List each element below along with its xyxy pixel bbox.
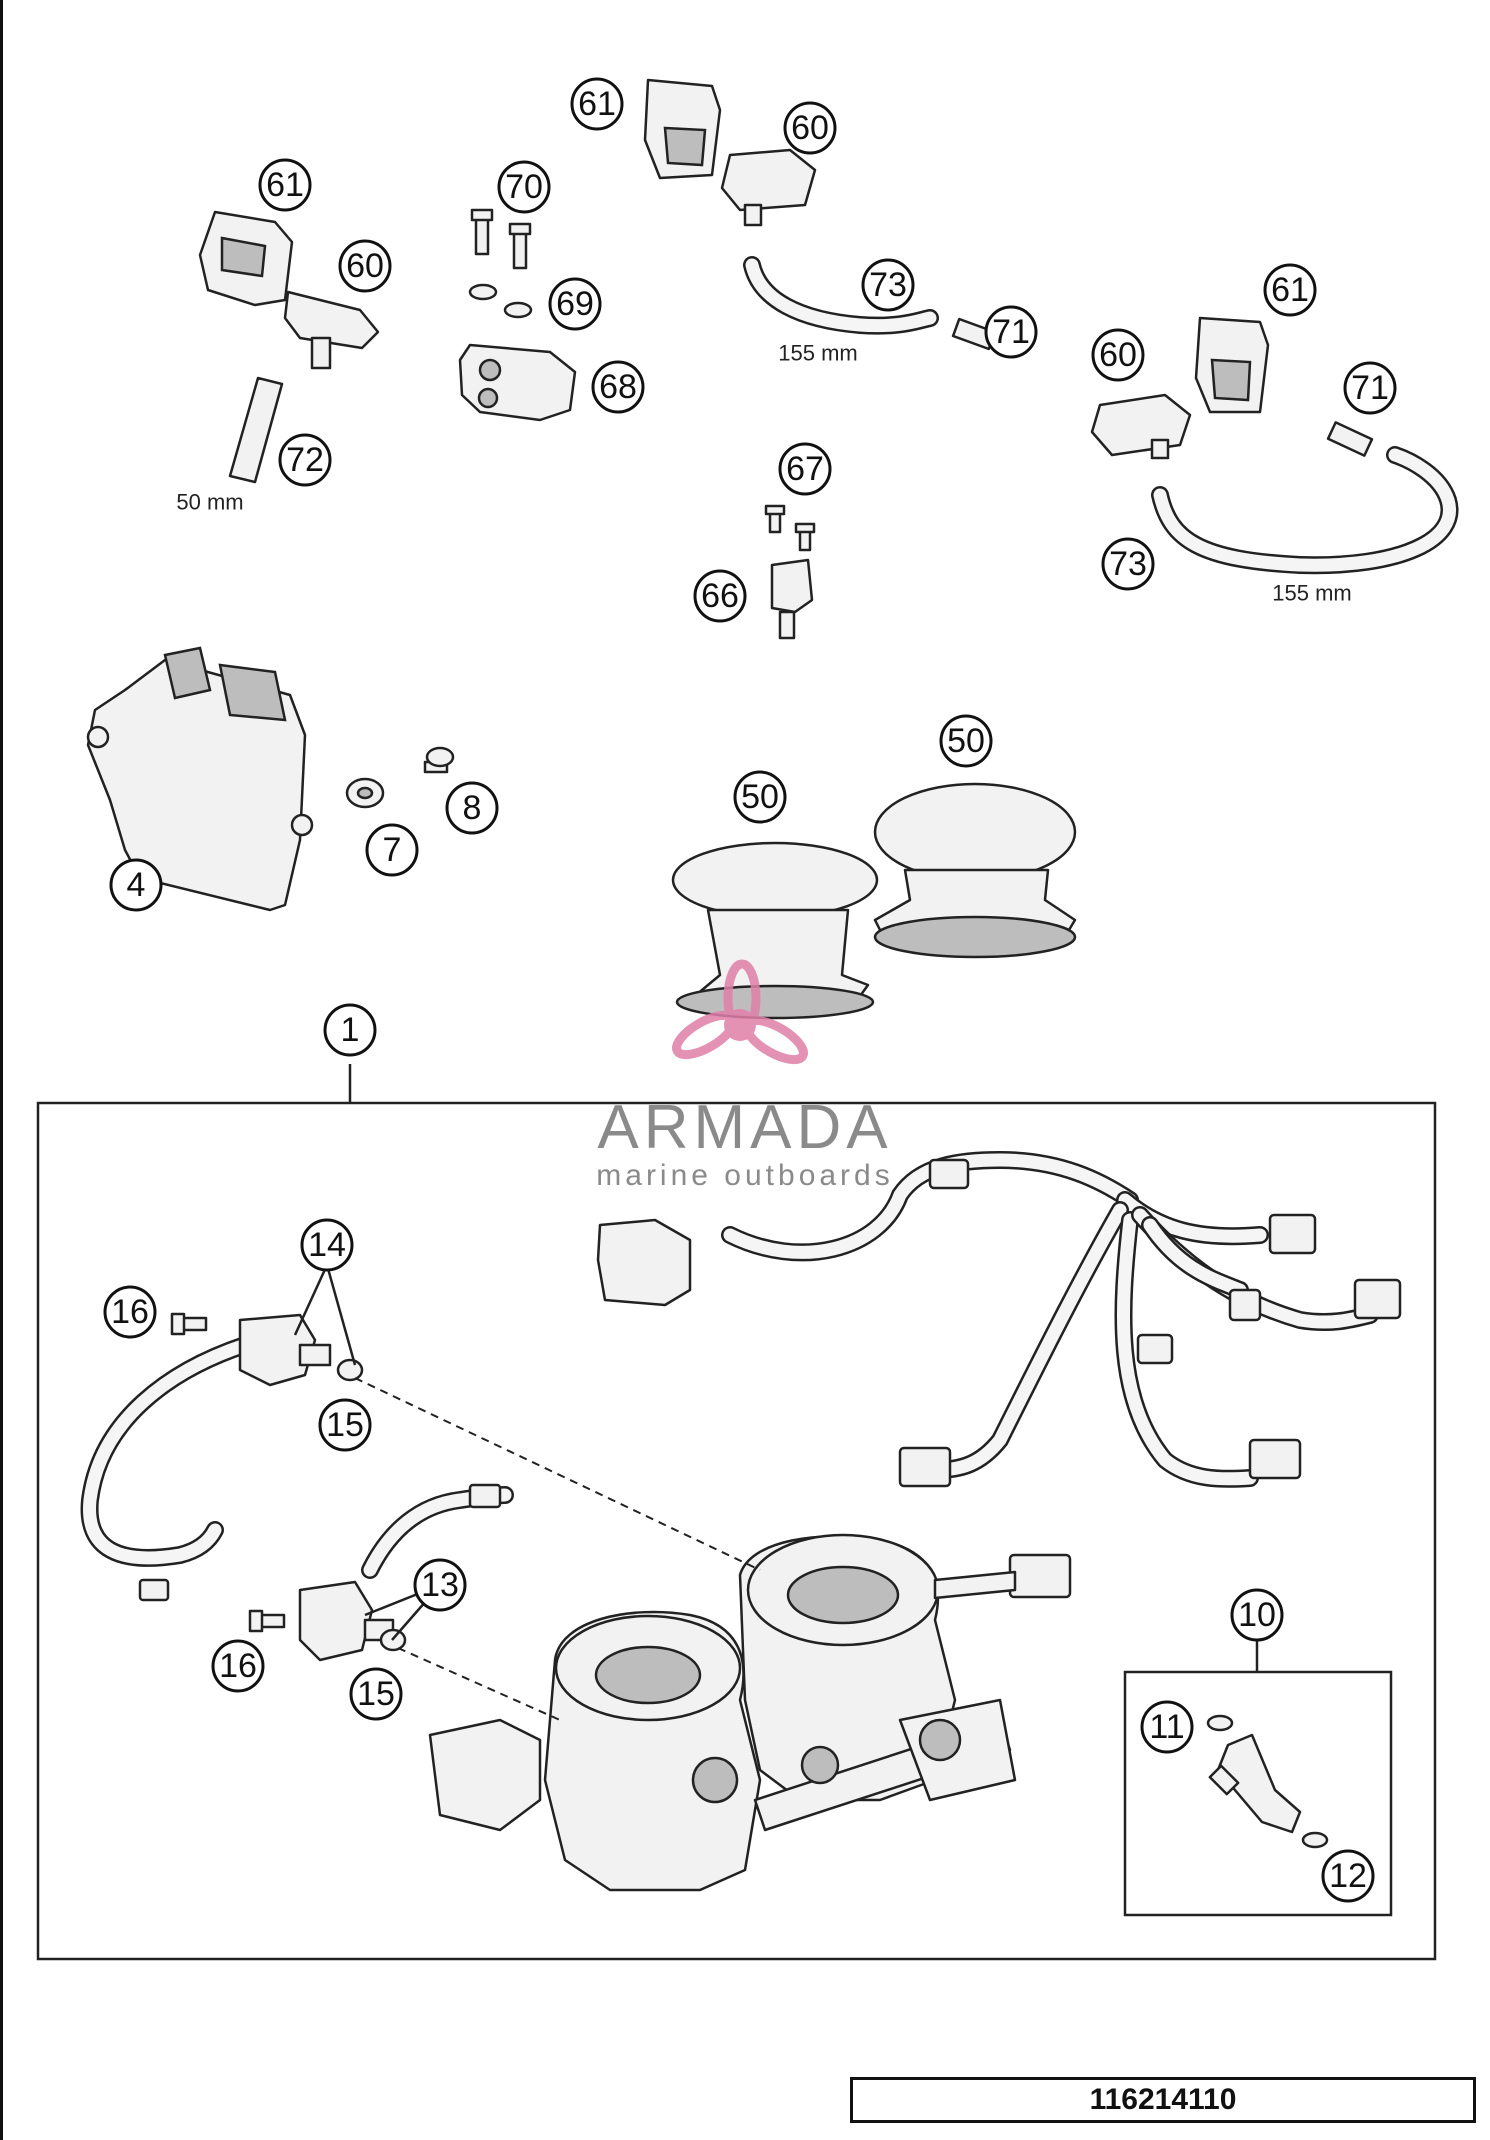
hose-length-72: 50 mm bbox=[176, 490, 243, 515]
hose-length-right: 155 mm bbox=[1272, 581, 1351, 606]
callout-61-right: 61 bbox=[1263, 263, 1317, 317]
callout-61-top-center: 61 bbox=[570, 77, 624, 131]
callout-13: 13 bbox=[413, 1558, 467, 1612]
callout-73-center: 73 bbox=[861, 258, 915, 312]
hose-73-center bbox=[743, 256, 939, 335]
svg-text:73: 73 bbox=[869, 266, 907, 304]
reference-number: 116214110 bbox=[850, 2077, 1476, 2123]
callout-1: 1 bbox=[323, 1003, 377, 1057]
svg-text:73: 73 bbox=[1109, 545, 1147, 583]
screws-67 bbox=[764, 504, 816, 552]
bolts-70 bbox=[470, 208, 532, 270]
callout-60-top-center: 60 bbox=[783, 101, 837, 155]
svg-text:66: 66 bbox=[701, 577, 739, 615]
hose-73-right bbox=[1151, 446, 1459, 575]
callout-16-lower: 16 bbox=[211, 1639, 265, 1693]
callout-60-left: 60 bbox=[338, 239, 392, 293]
callout-15-upper: 15 bbox=[318, 1398, 372, 1452]
watermark-name: ARMADA bbox=[597, 1093, 892, 1162]
map-sensor-60-left bbox=[283, 290, 380, 370]
svg-text:50: 50 bbox=[741, 778, 779, 816]
callout-73-right: 73 bbox=[1101, 537, 1155, 591]
svg-text:71: 71 bbox=[992, 313, 1030, 351]
armada-logo bbox=[672, 959, 808, 1065]
air-funnel-50-left bbox=[671, 841, 879, 1020]
callout-15-lower: 15 bbox=[349, 1667, 403, 1721]
svg-text:7: 7 bbox=[383, 831, 402, 869]
callout-67: 67 bbox=[778, 442, 832, 496]
svg-text:10: 10 bbox=[1238, 1596, 1276, 1634]
tps-sensor-13 bbox=[248, 1483, 514, 1662]
callout-7: 7 bbox=[365, 823, 419, 877]
callout-72: 72 bbox=[278, 433, 332, 487]
svg-text:8: 8 bbox=[463, 789, 482, 827]
callout-71-center: 71 bbox=[984, 305, 1038, 359]
svg-text:72: 72 bbox=[286, 441, 324, 479]
watermark-tagline: marine outboards bbox=[596, 1159, 893, 1192]
callout-4: 4 bbox=[109, 858, 163, 912]
svg-text:15: 15 bbox=[326, 1406, 364, 1444]
callout-61-left: 61 bbox=[258, 158, 312, 212]
svg-text:60: 60 bbox=[346, 247, 384, 285]
hose-72 bbox=[228, 376, 284, 484]
callout-14: 14 bbox=[300, 1218, 354, 1272]
svg-text:69: 69 bbox=[556, 285, 594, 323]
page-left-rule bbox=[0, 0, 3, 2140]
callout-69: 69 bbox=[548, 277, 602, 331]
ecu-4 bbox=[86, 646, 314, 912]
nut-7 bbox=[345, 777, 385, 809]
svg-text:61: 61 bbox=[1271, 271, 1309, 309]
callout-11: 11 bbox=[1140, 1700, 1194, 1754]
svg-text:16: 16 bbox=[111, 1293, 149, 1331]
washers-69 bbox=[468, 283, 533, 319]
svg-text:4: 4 bbox=[127, 866, 146, 904]
svg-text:68: 68 bbox=[599, 368, 637, 406]
throttle-body bbox=[428, 1533, 1072, 1892]
sensor-66 bbox=[770, 558, 814, 640]
air-funnel-50-right bbox=[873, 782, 1077, 959]
svg-text:14: 14 bbox=[308, 1226, 346, 1264]
svg-text:16: 16 bbox=[219, 1647, 257, 1685]
svg-text:60: 60 bbox=[1099, 336, 1137, 374]
map-sensor-60-right bbox=[1090, 393, 1192, 460]
callout-50-left: 50 bbox=[733, 770, 787, 824]
svg-text:71: 71 bbox=[1351, 369, 1389, 407]
sensor-cover-61-right bbox=[1194, 316, 1270, 414]
svg-text:70: 70 bbox=[505, 168, 543, 206]
svg-text:60: 60 bbox=[791, 109, 829, 147]
screw-8 bbox=[423, 746, 455, 774]
assembly-1-frame bbox=[36, 1064, 1437, 1961]
callout-70: 70 bbox=[497, 160, 551, 214]
hose-length-center: 155 mm bbox=[778, 341, 857, 366]
callout-10: 10 bbox=[1230, 1588, 1284, 1642]
bracket-68 bbox=[458, 343, 577, 422]
svg-text:61: 61 bbox=[578, 85, 616, 123]
callout-68: 68 bbox=[591, 360, 645, 414]
svg-text:1: 1 bbox=[341, 1011, 360, 1049]
callout-16-upper: 16 bbox=[103, 1285, 157, 1339]
alignment-lines bbox=[354, 1377, 761, 1721]
propeller-icon bbox=[672, 959, 808, 1065]
svg-text:50: 50 bbox=[947, 722, 985, 760]
callout-66: 66 bbox=[693, 569, 747, 623]
svg-text:67: 67 bbox=[786, 450, 824, 488]
callout-71-right: 71 bbox=[1343, 361, 1397, 415]
sensor-cover-61-center bbox=[643, 78, 722, 180]
callout-60-right: 60 bbox=[1091, 328, 1145, 382]
tps-sensor-14 bbox=[80, 1312, 364, 1602]
wiring-harness bbox=[596, 1151, 1402, 1488]
callout-50-right: 50 bbox=[939, 714, 993, 768]
callout-8: 8 bbox=[445, 781, 499, 835]
svg-text:13: 13 bbox=[421, 1566, 459, 1604]
svg-text:61: 61 bbox=[266, 166, 304, 204]
sensor-cover-61-left bbox=[198, 210, 294, 307]
fitting-71-right bbox=[1326, 421, 1374, 457]
callout-12: 12 bbox=[1321, 1849, 1375, 1903]
map-sensor-60-center bbox=[720, 148, 817, 227]
injector-kit-10 bbox=[1123, 1670, 1393, 1917]
svg-text:12: 12 bbox=[1329, 1857, 1367, 1895]
svg-text:15: 15 bbox=[357, 1675, 395, 1713]
svg-text:11: 11 bbox=[1149, 1708, 1184, 1746]
